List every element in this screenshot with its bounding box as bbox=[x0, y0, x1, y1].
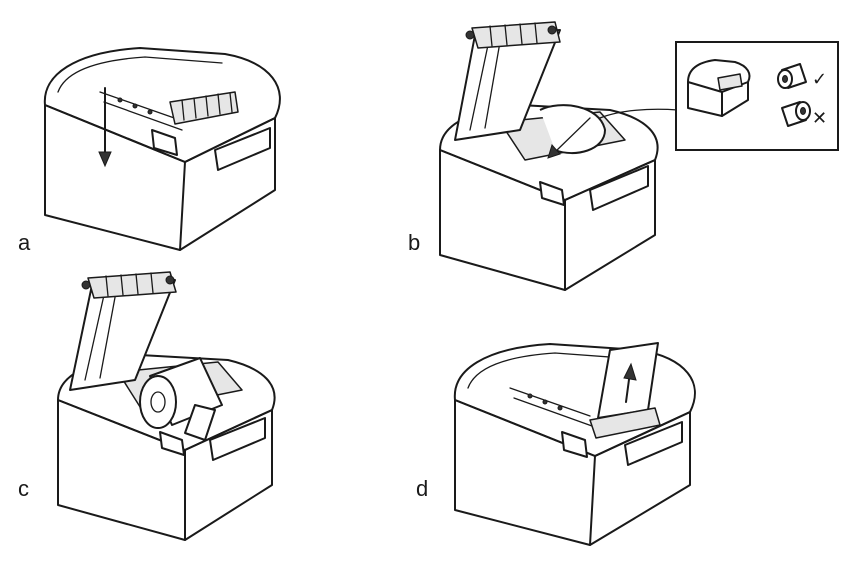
step-c-printer bbox=[57, 271, 276, 541]
check-mark-icon: ✓ bbox=[812, 69, 827, 90]
paper-roll-icon bbox=[139, 357, 223, 441]
arrow-down-icon bbox=[98, 87, 112, 168]
step-d-printer bbox=[453, 342, 696, 546]
step-label-b: b bbox=[408, 230, 421, 255]
step-label-c: c bbox=[18, 476, 29, 501]
step-label-d: d bbox=[416, 476, 429, 501]
paper-roll-correct-icon bbox=[777, 63, 807, 89]
paper-roll-wrong-icon bbox=[781, 101, 811, 127]
printer-thumbnail-icon bbox=[687, 59, 751, 117]
step-b-printer bbox=[439, 21, 679, 291]
step-label-a: a bbox=[18, 230, 31, 255]
cross-mark-icon: ✕ bbox=[812, 108, 827, 129]
arrow-up-icon bbox=[623, 362, 637, 403]
orientation-inset: ✓ ✕ bbox=[675, 41, 839, 151]
step-a-printer bbox=[43, 47, 281, 251]
